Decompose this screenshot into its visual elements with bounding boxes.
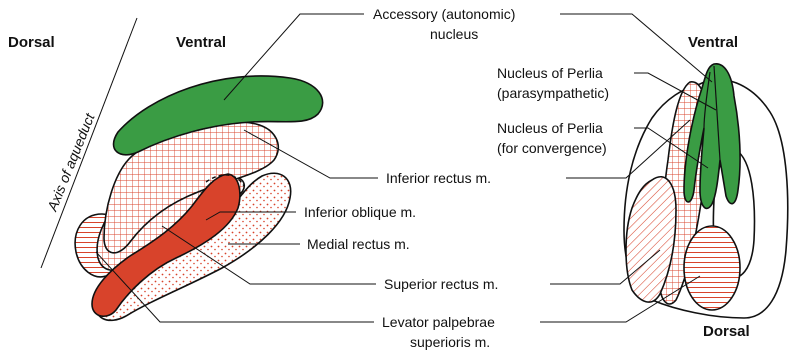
label-inferior-rectus: Inferior rectus m. (386, 170, 491, 186)
label-accessory-line1: Accessory (autonomic) (373, 6, 515, 22)
label-perlia-conv-line1: Nucleus of Perlia (497, 120, 603, 136)
label-dorsal-left: Dorsal (8, 34, 55, 51)
label-perlia-conv-line2: (for convergence) (497, 140, 607, 156)
label-ventral-left: Ventral (176, 34, 226, 51)
right-levator-palpebrae-nucleus (684, 226, 740, 310)
label-perlia-para-line2: (parasympathetic) (497, 85, 609, 101)
label-superior-rectus: Superior rectus m. (384, 276, 498, 292)
label-inferior-oblique: Inferior oblique m. (304, 204, 416, 220)
label-ventral-right: Ventral (688, 34, 738, 51)
axis-of-aqueduct-label: Axis of aqueduct (44, 110, 98, 214)
label-accessory-line2: nucleus (430, 26, 478, 42)
label-dorsal-right: Dorsal (703, 323, 750, 340)
label-levator-line1: Levator palpebrae (382, 314, 495, 330)
label-levator-line2: superioris m. (410, 334, 490, 350)
label-perlia-para-line1: Nucleus of Perlia (497, 65, 603, 81)
label-medial-rectus: Medial rectus m. (307, 236, 410, 252)
